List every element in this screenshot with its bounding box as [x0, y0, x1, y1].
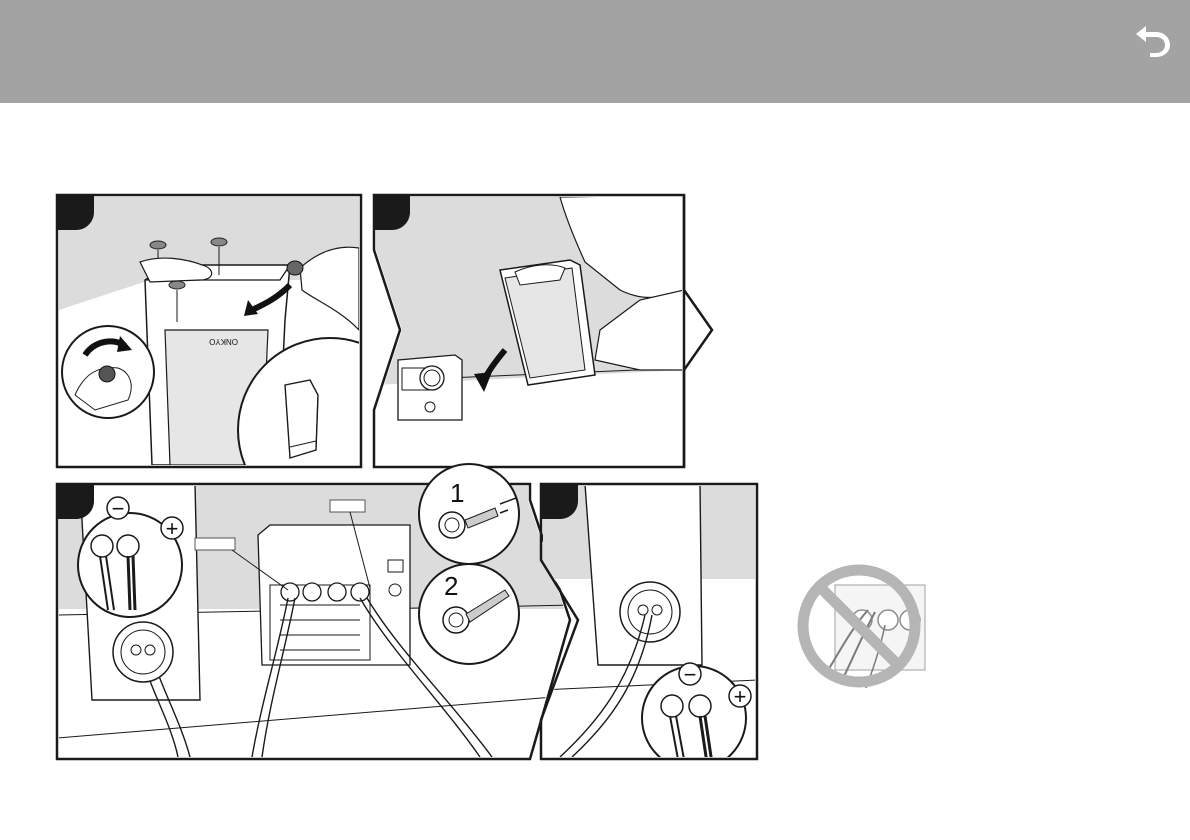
- minus-label-2: −: [684, 662, 697, 687]
- sub-step-2-label: 2: [444, 571, 458, 601]
- step-4-panel: − +: [541, 484, 757, 770]
- plus-label: +: [166, 516, 179, 541]
- step-1-panel: ONKYO: [57, 195, 422, 522]
- plus-label-2: +: [734, 684, 747, 709]
- minus-label: −: [112, 496, 125, 521]
- sub-step-1-label: 1: [450, 478, 464, 508]
- step-3-panel: − + 1 2: [57, 464, 577, 759]
- prohibited-example: [801, 568, 925, 688]
- brand-label: ONKYO: [209, 337, 238, 346]
- step-2-panel: [374, 195, 712, 467]
